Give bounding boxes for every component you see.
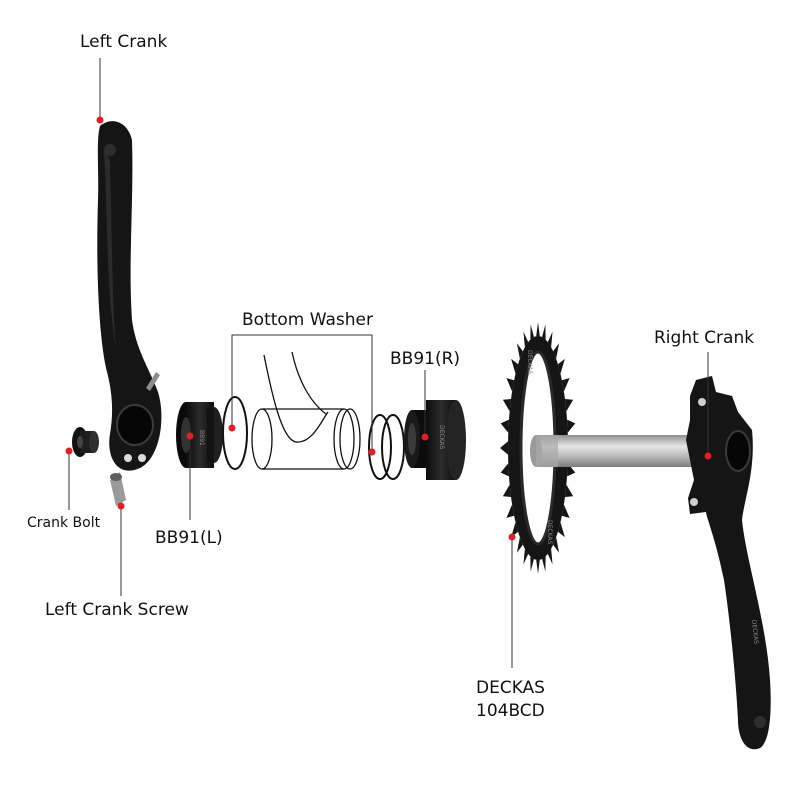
marker-left-crank [96,116,104,124]
marker-bottom-washer-right [368,448,376,456]
bottom-washer-left-ring [222,396,248,470]
leader-lines [68,58,709,668]
bottom-washer-sleeve [251,351,361,470]
marker-bb91-l [186,432,194,440]
chainring-tooth [500,441,509,455]
chainring-tooth [542,556,546,572]
markers [65,116,712,541]
left-crank-bolt-hole-b [138,454,146,462]
chainring-tooth [506,377,515,392]
chainring-tooth [557,358,565,374]
chainring-tooth [500,463,509,477]
chainring-tooth [511,522,519,538]
left-crank-bolt-hole-a [124,454,132,462]
bottom-washer-right-rings [368,414,405,480]
chainring-tooth [506,504,515,519]
right-crank-pedal-hole [754,716,766,728]
label-left-crank: Left Crank [80,32,167,52]
label-bottom-washer: Bottom Washer [242,310,373,330]
leader-bottom-washer [231,334,373,450]
chainring-tooth [502,484,512,497]
spindle-part [530,435,698,467]
label-right-crank: Right Crank [654,328,754,348]
marker-chainring [508,533,516,541]
chainring-tooth [564,484,574,497]
right-crank-spider-hole-a [698,398,706,406]
chainring-tooth [536,322,540,337]
marker-bottom-washer-left [228,424,236,432]
chainring-tooth [561,504,570,519]
label-chainring-brand: DECKAS [476,678,545,698]
label-left-crank-screw: Left Crank Screw [45,600,189,620]
chainring-tooth [511,358,519,374]
chainring-tooth [564,399,574,412]
svg-text:DECKAS: DECKAS [438,425,445,450]
right-crank-axle-bore [725,430,751,472]
labels: Left Crank Bottom Washer BB91(R) Right C… [27,32,754,721]
bb91-right-cup: DECKAS [404,400,466,480]
svg-text:DECKAS: DECKAS [546,520,553,545]
label-crank-bolt: Crank Bolt [27,515,101,531]
chainring-tooth [500,419,509,433]
chainring-tooth [542,324,546,340]
marker-right-crank [704,452,712,460]
chainring-tooth [547,548,553,565]
svg-text:DECKAS: DECKAS [526,350,533,375]
chainring-tooth [530,556,534,572]
right-crank-spider-hole-b [690,498,698,506]
chainring-tooth [536,559,540,574]
chainring-tooth [547,331,553,348]
crank-bolt-part [72,427,99,457]
label-chainring-bcd: 104BCD [476,701,545,721]
right-crank: DECKAS [686,376,771,750]
chainring-tooth [502,399,512,412]
marker-crank-bolt [65,447,73,455]
chainring-tooth [567,419,576,433]
chainring-tooth [561,377,570,392]
chainring-tooth [523,548,529,565]
marker-bb91-r [421,433,429,441]
left-crank-axle-bore [116,404,154,446]
left-crank-pedal-hole [104,144,116,156]
chainring-tooth [530,324,534,340]
left-crank-pinch-screw-top [146,372,160,391]
marker-left-crank-screw [117,502,125,510]
bb91-left-cup: BB91 [176,402,223,468]
chainring-tooth [557,522,565,538]
left-crank [97,121,162,471]
label-bb91-r: BB91(R) [390,349,460,369]
chainring-tooth [523,331,529,348]
svg-text:DECKAS: DECKAS [750,619,760,644]
label-bb91-l: BB91(L) [155,528,223,548]
svg-text:BB91: BB91 [198,430,205,446]
left-crank-screw-part [110,472,126,506]
